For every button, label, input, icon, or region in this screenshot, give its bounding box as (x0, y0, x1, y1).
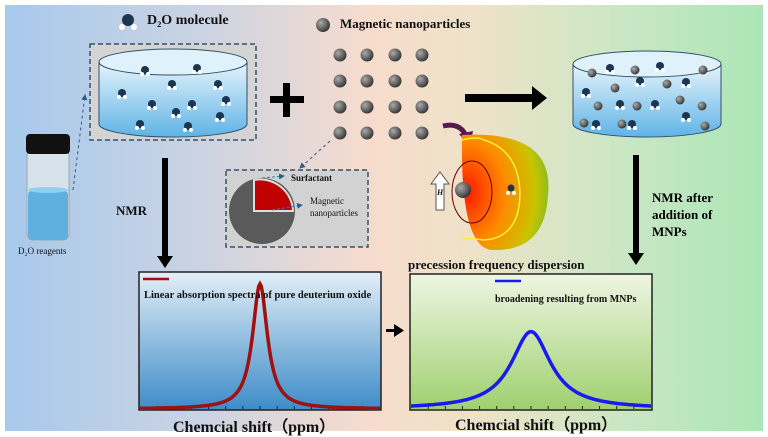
vial-label: D₂O reagents (18, 246, 67, 256)
arrow-between-charts-icon (386, 324, 404, 337)
nanoparticle-icon (700, 121, 710, 131)
surfactant-label: Surfactant (291, 173, 332, 183)
nanoparticle-icon (388, 100, 402, 114)
nanoparticle-icon (579, 118, 589, 128)
d2o-molecule-icon (681, 78, 691, 88)
spectrum-curve-broadened (411, 329, 651, 408)
core-label-2: nanoparticles (310, 208, 358, 218)
field-h-label: H (437, 188, 444, 197)
chart-pure-d2o (138, 271, 382, 411)
nanoparticles-label: Magnetic nanoparticles (340, 16, 471, 31)
nmr-after-line: NMR after (652, 190, 713, 205)
core-label-1: Magnetic (310, 196, 344, 206)
d2o-molecule-label: D₂O molecule (147, 13, 229, 28)
d2o-molecule-icon (635, 77, 645, 87)
nanoparticle-icon (617, 119, 627, 129)
nanoparticle-icon (333, 74, 347, 88)
spectrum-curve-pure (140, 280, 380, 411)
d2o-molecule-icon (591, 120, 601, 130)
core-shell-inset (225, 169, 369, 248)
d2o-molecule-icon (213, 80, 223, 90)
nanoparticle-icon (360, 126, 374, 140)
dispersion-label: precession frequency dispersion (408, 257, 585, 272)
nanoparticle-icon (415, 100, 429, 114)
nanoparticle-icon (360, 100, 374, 114)
d2o-molecule-icon (135, 120, 145, 130)
d2o-molecule-icon (615, 100, 625, 110)
nanoparticle-grid (333, 48, 429, 140)
d2o-molecule-icon (581, 88, 591, 98)
nanoparticle-icon (333, 126, 347, 140)
arrow-down-right-icon (628, 155, 644, 265)
arrow-down-left-icon (157, 158, 173, 268)
nanoparticle-icon (675, 95, 685, 105)
d2o-molecule-icon (192, 64, 202, 74)
nanoparticle-icon (630, 65, 640, 75)
nanoparticle-icon (415, 126, 429, 140)
nanoparticle-icon (662, 79, 672, 89)
d2o-molecule-icon (187, 100, 197, 110)
nanoparticle-legend-icon (316, 18, 330, 32)
nmr-after-line: addition of (652, 207, 713, 222)
d2o-molecule-icon (627, 120, 637, 130)
legend-pure-d2o: Linear absorption spectra of pure deuter… (144, 290, 372, 301)
diagram-graphics (26, 14, 722, 411)
nanoparticle-icon (610, 83, 620, 93)
d2o-molecule-icon (183, 122, 193, 132)
xlabel-right: Chemcial shift（ppm） (455, 417, 618, 434)
dashed-pointer (72, 94, 88, 191)
nanoparticle-icon (360, 48, 374, 62)
nanoparticle-icon (632, 101, 642, 111)
d2o-molecule-icon (167, 80, 177, 90)
nanoparticle-icon (388, 126, 402, 140)
diagram-canvas: D₂O molecule Magnetic nanoparticles D₂O … (5, 5, 763, 436)
d2o-molecule-icon (147, 100, 157, 110)
nmr-after-label: NMR after addition of MNPs (652, 189, 713, 240)
plus-icon (270, 83, 304, 117)
d2o-molecule-icon (650, 100, 660, 110)
d2o-molecule-icon (215, 112, 225, 122)
nmr-label: NMR (116, 203, 148, 218)
d2o-molecule-icon (681, 112, 691, 122)
nanoparticle-icon (593, 101, 603, 111)
nanoparticle-icon (333, 48, 347, 62)
d2o-molecule-icon (605, 64, 615, 74)
nmr-after-line: MNPs (652, 224, 687, 239)
dipole-field-icon (451, 134, 549, 251)
chart-with-mnps (409, 273, 653, 411)
nanoparticle-icon (333, 100, 347, 114)
xlabel-left: Chemcial shift（ppm） (173, 419, 336, 436)
nanoparticle-icon (697, 101, 707, 111)
d2o-molecule-icon (171, 108, 181, 118)
nanoparticle-icon (415, 48, 429, 62)
nanoparticle-icon (698, 65, 708, 75)
d2o-molecule-icon (119, 14, 137, 30)
dashed-pointer (299, 140, 331, 169)
d2o-with-mnps-container (572, 50, 722, 138)
field-arrow-icon (430, 171, 450, 211)
legend-mnps: broadening resulting from MNPs (495, 294, 637, 305)
nanoparticle-icon (388, 74, 402, 88)
d2o-molecule-icon (140, 66, 150, 76)
vial-icon (26, 134, 70, 241)
d2o-molecule-icon (117, 89, 127, 99)
nanoparticle-icon (388, 48, 402, 62)
d2o-container (89, 43, 257, 141)
nanoparticle-icon (360, 74, 374, 88)
nanoparticle-icon (587, 68, 597, 78)
arrow-right-icon (465, 86, 547, 110)
d2o-molecule-icon (655, 62, 665, 72)
d2o-molecule-icon (221, 96, 231, 106)
nanoparticle-icon (415, 74, 429, 88)
